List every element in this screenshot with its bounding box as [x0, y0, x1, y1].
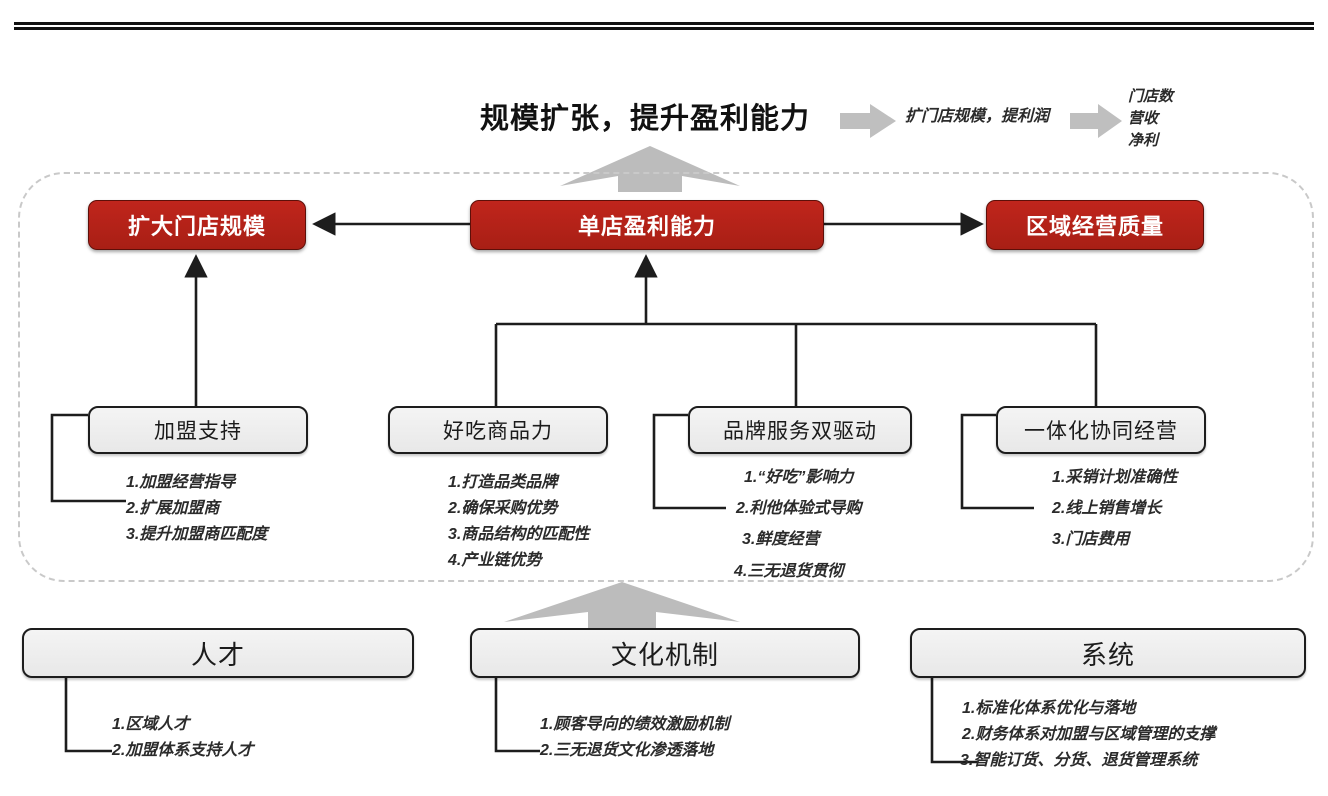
pillar-list-product-power: 1.打造品类品牌 2.确保采购优势 3.商品结构的匹配性 4.产业链优势 [448, 470, 589, 574]
foundation-list-culture: 1.顾客导向的绩效激励机制 2.三无退货文化渗透落地 [540, 712, 729, 764]
foundation-list-system: 1.标准化体系优化与落地 2.财务体系对加盟与区域管理的支撑 3.智能订货、分货… [960, 696, 1216, 774]
divider-line-lower [14, 27, 1314, 30]
pillar-list-brand-service: 1.“好吃”影响力 2.利他体验式导购 3.鲜度经营 4.三无退货贯彻 [734, 462, 861, 587]
right-arrow-icon-2 [1070, 104, 1122, 138]
list-item: 2.财务体系对加盟与区域管理的支撑 [962, 725, 1216, 743]
list-item: 1.采销计划准确性 [1052, 469, 1178, 486]
list-item: 2.三无退货文化渗透落地 [540, 741, 714, 759]
pillar-box-brand-service[interactable]: 品牌服务双驱动 [688, 406, 912, 454]
pillar-box-product-power[interactable]: 好吃商品力 [388, 406, 608, 454]
red-box-expand-store-scale[interactable]: 扩大门店规模 [88, 200, 306, 250]
list-item: 2.确保采购优势 [448, 499, 558, 517]
foundation-list-talent: 1.区域人才 2.加盟体系支持人才 [112, 712, 253, 764]
up-arrow-icon-top [560, 146, 740, 192]
list-item: 1.打造品类品牌 [448, 474, 558, 491]
list-item: 1.加盟经营指导 [126, 474, 236, 491]
red-box-regional-quality[interactable]: 区域经营质量 [986, 200, 1204, 250]
metric-line-1: 门店数 [1128, 88, 1174, 105]
foundation-box-culture[interactable]: 文化机制 [470, 628, 860, 678]
list-item: 2.扩展加盟商 [126, 499, 220, 517]
divider-line-upper [14, 22, 1314, 25]
list-item: 4.三无退货贯彻 [734, 562, 844, 580]
pillar-box-integrated-operation[interactable]: 一体化协同经营 [996, 406, 1206, 454]
list-item: 3.智能订货、分货、退货管理系统 [960, 751, 1198, 769]
list-item: 3.提升加盟商匹配度 [126, 525, 268, 543]
metric-line-3: 净利 [1128, 131, 1159, 149]
pillar-list-integrated-operation: 1.采销计划准确性 2.线上销售增长 3.门店费用 [1052, 462, 1177, 556]
foundation-box-system[interactable]: 系统 [910, 628, 1306, 678]
list-item: 2.利他体验式导购 [736, 500, 862, 518]
right-arrow-icon [840, 104, 896, 138]
flow-step-1-label: 扩门店规模，提利润 [905, 108, 1050, 125]
list-item: 3.门店费用 [1052, 531, 1130, 549]
list-item: 1.标准化体系优化与落地 [962, 700, 1136, 717]
metric-line-2: 营收 [1128, 109, 1159, 127]
top-divider-rule [14, 22, 1314, 30]
strategy-container [18, 172, 1314, 582]
list-item: 3.鲜度经营 [742, 531, 820, 549]
list-item: 3.商品结构的匹配性 [448, 525, 590, 543]
flow-step-2-metrics: 门店数 营收 净利 [1128, 86, 1173, 151]
list-item: 2.线上销售增长 [1052, 500, 1162, 518]
list-item: 1.顾客导向的绩效激励机制 [540, 716, 730, 733]
red-box-single-store-profit[interactable]: 单店盈利能力 [470, 200, 824, 250]
list-item: 4.产业链优势 [448, 551, 542, 569]
pillar-box-franchise-support[interactable]: 加盟支持 [88, 406, 308, 454]
list-item: 2.加盟体系支持人才 [112, 741, 254, 759]
pillar-list-franchise-support: 1.加盟经营指导 2.扩展加盟商 3.提升加盟商匹配度 [126, 470, 267, 548]
foundation-box-talent[interactable]: 人才 [22, 628, 414, 678]
list-item: 1.“好吃”影响力 [744, 469, 854, 486]
page-title: 规模扩张，提升盈利能力 [480, 103, 811, 135]
list-item: 1.区域人才 [112, 716, 190, 733]
up-arrow-icon-bottom [504, 582, 740, 628]
